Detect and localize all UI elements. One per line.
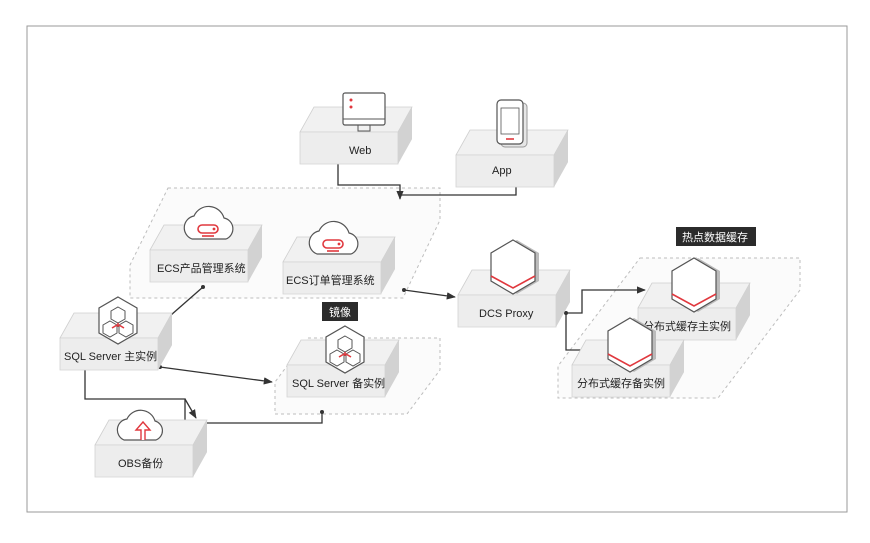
sql-primary-label: SQL Server 主实例: [64, 349, 157, 363]
ecs-order-label: ECS订单管理系统: [286, 273, 375, 287]
frame: [26, 25, 848, 513]
dcs-proxy-label: DCS Proxy: [479, 308, 534, 320]
obs-backup-node: OBS备份: [94, 409, 208, 478]
app-node: App: [455, 99, 569, 188]
sql-replication-line: [159, 366, 273, 385]
database-cluster-icon: [325, 325, 365, 374]
web-node: Web: [299, 92, 413, 165]
dcs-to-cache-primary-line: [566, 286, 646, 314]
cache-primary-label: 分布式缓存主实例: [643, 319, 731, 333]
app-to-ecs-line: [400, 185, 517, 196]
sql-standby-node: SQL Server 备实例: [286, 325, 400, 398]
web-to-ecs-line: [337, 163, 404, 200]
web-label: Web: [349, 145, 371, 157]
hot-cache-tag-label: 热点数据缓存: [682, 230, 748, 244]
phone-icon: [496, 99, 528, 148]
hot-cache-tag: 热点数据缓存: [676, 227, 756, 246]
obs-backup-label: OBS备份: [118, 456, 163, 470]
cache-standby-node: 分布式缓存备实例: [571, 317, 685, 398]
sql-primary-node: SQL Server 主实例: [59, 296, 173, 371]
app-label: App: [492, 165, 512, 177]
ecs-product-label: ECS产品管理系统: [157, 261, 246, 275]
ecs-to-dcs-line: [403, 289, 456, 300]
ecs-product-node: ECS产品管理系统: [149, 205, 263, 283]
database-cluster-icon: [98, 296, 138, 345]
ecs-order-node: ECS订单管理系统: [282, 220, 396, 295]
mirror-tag-label: 镜像: [329, 305, 351, 319]
monitor-icon: [342, 92, 386, 132]
cache-standby-label: 分布式缓存备实例: [577, 376, 665, 390]
mirror-tag: 镜像: [322, 302, 358, 321]
sql-standby-label: SQL Server 备实例: [292, 376, 385, 390]
backup-arrow: [184, 398, 197, 419]
backup-line: [84, 367, 323, 424]
cloud-upload-icon: [116, 409, 164, 441]
cache-primary-node: 分布式缓存主实例: [637, 257, 751, 341]
dcs-proxy-node: DCS Proxy: [457, 239, 571, 328]
connectors: [84, 163, 646, 424]
